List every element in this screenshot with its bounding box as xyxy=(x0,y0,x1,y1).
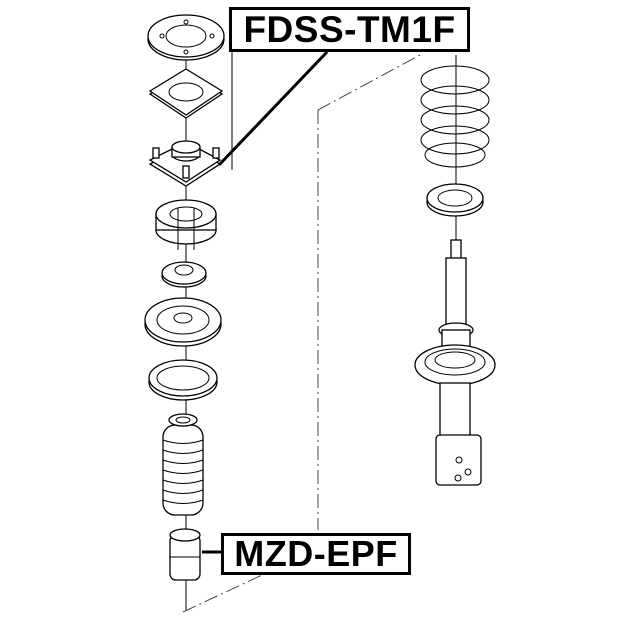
strut-top-mount xyxy=(148,140,222,187)
upper-spring-seat xyxy=(144,297,222,347)
bearing-housing xyxy=(155,199,217,250)
lower-spring-insulator xyxy=(426,183,484,217)
bump-stop xyxy=(169,528,201,581)
coil-spring xyxy=(420,65,490,168)
shock-absorber-strut xyxy=(414,239,496,486)
callout-label: FDSS-TM1F xyxy=(243,9,456,50)
gasket-plate xyxy=(148,68,224,119)
callout-label: MZD-EPF xyxy=(234,533,398,574)
mount-plate-ring xyxy=(147,14,225,61)
reference-lines xyxy=(182,54,421,613)
dust-boot-bellows xyxy=(162,413,204,516)
bearing-washer xyxy=(161,261,207,288)
leader-line-top xyxy=(217,50,329,167)
spring-insulator-ring xyxy=(148,359,218,401)
callout-fdss-tm1f: FDSS-TM1F xyxy=(229,7,470,52)
callout-mzd-epf: MZD-EPF xyxy=(221,533,411,575)
